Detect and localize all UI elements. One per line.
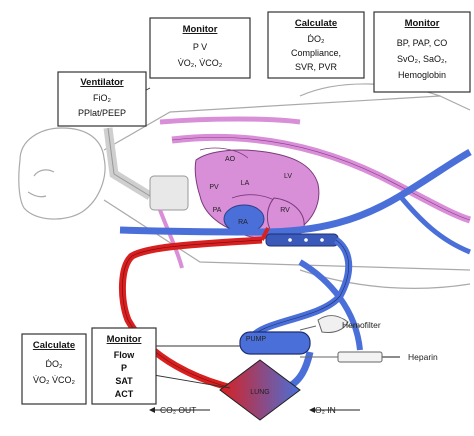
heart-label-la: LA	[241, 180, 250, 187]
monitor-top-line-2: V̇O₂, V̇CO₂	[178, 58, 223, 68]
heart-label-ra: RA	[238, 219, 248, 226]
calculate-bottom-box: Calculate ḊO₂ V̇O₂ V̇CO₂	[21, 333, 87, 405]
monitor-right-line-1: BP, PAP, CO	[397, 38, 448, 48]
calculate-bottom-line-1: ḊO₂	[46, 359, 64, 369]
ventilator-line-1: FiO₂	[93, 93, 111, 103]
hemofilter: Hemofilter	[299, 315, 381, 333]
calculate-top-box: Calculate ḊO₂ Compliance, SVR, PVR	[267, 11, 365, 79]
pump-label: PUMP	[246, 336, 267, 343]
pump: PUMP	[239, 331, 311, 355]
calculate-bottom-line-2: V̇O₂ V̇CO₂	[33, 375, 76, 385]
calculate-top-line-2: Compliance,	[291, 48, 341, 58]
monitor-bottom-line-1: Flow	[114, 350, 135, 360]
co2-out-label: CO₂ OUT	[160, 405, 196, 415]
ventilator-box: Ventilator FiO₂ PPlat/PEEP	[57, 71, 147, 127]
monitor-top-box: Monitor P V V̇O₂, V̇CO₂	[149, 17, 251, 79]
oxygenator: LUNG	[219, 359, 301, 421]
monitor-bottom-line-2: P	[121, 363, 127, 373]
heparin-label: Heparin	[408, 352, 438, 362]
ventilator-line-2: PPlat/PEEP	[78, 108, 126, 118]
monitor-right-box: Monitor BP, PAP, CO SvO₂, SaO₂, Hemoglob…	[373, 11, 471, 93]
great-vessels	[158, 116, 472, 269]
heart: AO PV LA LV PA RA RV	[194, 147, 320, 240]
heparin-syringe: Heparin	[300, 351, 438, 363]
heart-label-rv: RV	[280, 207, 290, 214]
gas-flow: CO₂ OUT O₂ IN	[149, 405, 360, 415]
heart-label-ao: AO	[225, 156, 236, 163]
lung-label: LUNG	[250, 389, 269, 396]
monitor-bottom-box: Monitor Flow P SAT ACT	[91, 327, 157, 405]
o2-in-label: O₂ IN	[315, 405, 336, 415]
heart-label-pa: PA	[213, 207, 222, 214]
ventilator-title: Ventilator	[80, 77, 124, 88]
calculate-bottom-title: Calculate	[33, 340, 75, 351]
monitor-bottom-line-3: SAT	[115, 376, 133, 386]
monitor-right-line-2: SvO₂, SaO₂,	[397, 54, 447, 64]
hemofilter-label: Hemofilter	[342, 320, 381, 330]
calculate-top-title: Calculate	[295, 18, 337, 29]
monitor-top-title: Monitor	[183, 24, 218, 35]
monitor-right-line-3: Hemoglobin	[398, 70, 446, 80]
heart-label-pv: PV	[209, 184, 219, 191]
heart-label-lv: LV	[284, 173, 292, 180]
calculate-top-line-1: ḊO₂	[308, 34, 326, 44]
arterial-return-line	[118, 236, 263, 392]
monitor-bottom-title: Monitor	[107, 334, 142, 345]
calculate-top-line-3: SVR, PVR	[295, 62, 338, 72]
endotracheal-tube	[103, 127, 189, 211]
monitor-right-title: Monitor	[405, 18, 440, 29]
monitor-bottom-line-4: ACT	[115, 389, 134, 399]
monitor-top-line-1: P V	[193, 42, 207, 52]
